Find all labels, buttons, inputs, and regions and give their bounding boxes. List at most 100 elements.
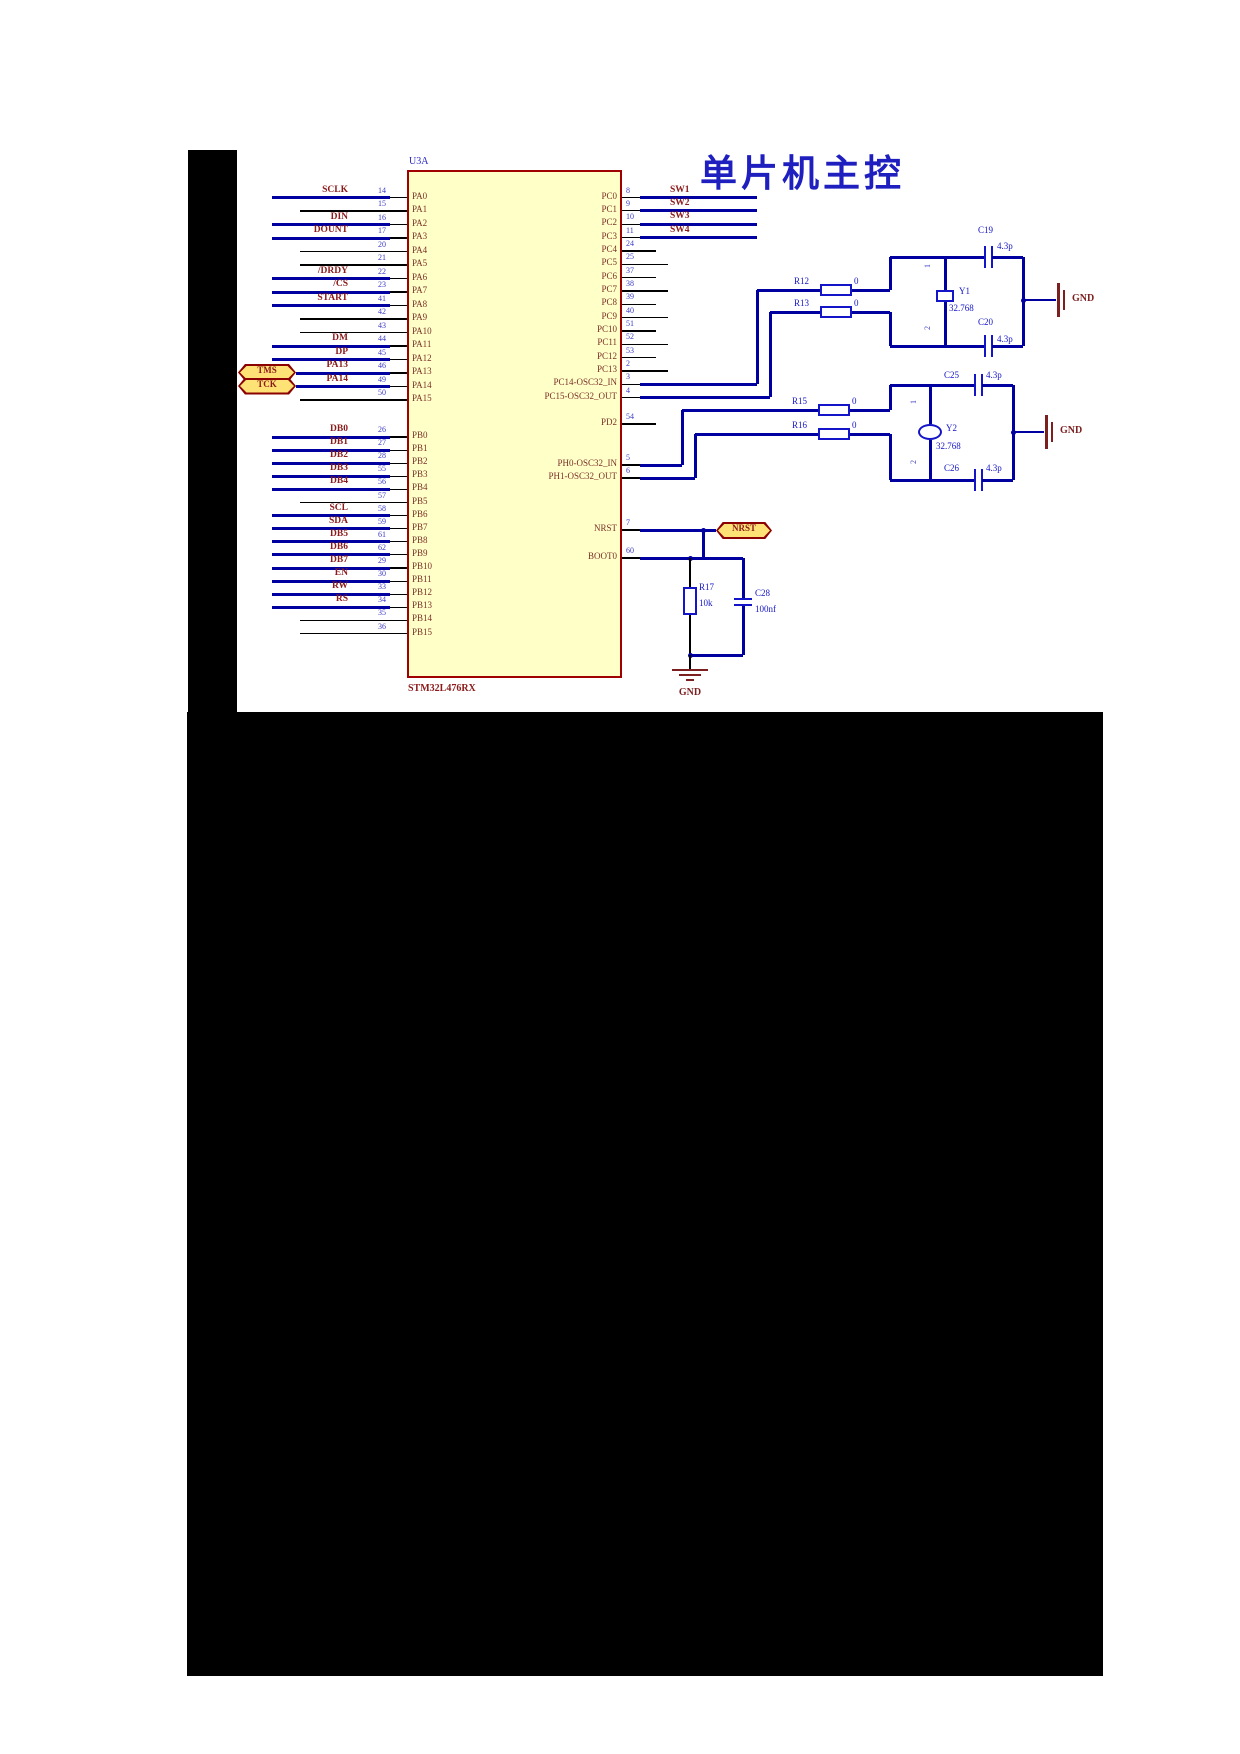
net-label-SDA: SDA	[328, 515, 348, 526]
component-ref-Y2: Y2	[946, 423, 957, 433]
pin-name-PC3: PC3	[601, 230, 617, 241]
wire	[1013, 431, 1044, 433]
wire	[682, 408, 818, 412]
component-ref-C25: C25	[944, 370, 960, 380]
pin-stub	[390, 528, 407, 530]
net-label-DB7: DB7	[330, 555, 348, 565]
wire	[680, 410, 684, 465]
pin-stub	[390, 277, 407, 280]
net-wire-DB7	[272, 566, 390, 570]
wire	[888, 434, 892, 480]
wire	[943, 302, 947, 346]
pin-number: 61	[378, 529, 386, 539]
pin-number: 11	[626, 225, 634, 235]
net-wire-/DRDY	[272, 277, 390, 280]
net-label-/DRDY: /DRDY	[317, 265, 348, 276]
resistor-R12	[820, 284, 852, 296]
pin-number: 62	[378, 542, 386, 552]
pin-stub	[390, 488, 407, 490]
net-label-DB4: DB4	[330, 476, 348, 487]
pin-stub	[390, 449, 407, 451]
earth-ground-bar	[686, 678, 694, 682]
pin-number: 26	[378, 425, 386, 434]
wire	[992, 255, 1023, 259]
pin-stub	[622, 477, 640, 479]
pin-number: 53	[626, 345, 634, 355]
pin-name-PC7: PC7	[601, 283, 617, 294]
pin-name-PC14-OSC32_IN: PC14-OSC32_IN	[553, 377, 617, 388]
resistor-R16	[818, 428, 850, 440]
wire	[755, 290, 759, 384]
wire	[640, 382, 757, 386]
net-wire-SW3	[640, 222, 757, 226]
component-ref-R13: R13	[794, 298, 810, 308]
wire	[890, 255, 985, 259]
pin-stub	[622, 263, 668, 265]
pin-name-PB4: PB4	[412, 482, 428, 493]
resistor-R13	[820, 306, 852, 318]
net-wire-DB6	[272, 553, 390, 557]
pin-stub	[390, 223, 407, 226]
wire	[690, 653, 743, 657]
component-value-R13: 0	[854, 298, 859, 308]
black-margin-bar	[188, 150, 237, 712]
pin-stub	[390, 593, 407, 595]
net-label-DM: DM	[332, 333, 348, 343]
pin-name-PB5: PB5	[412, 495, 428, 506]
pin-name-PC12: PC12	[596, 350, 617, 361]
wire	[770, 310, 820, 314]
wire	[928, 440, 932, 480]
component-value-C19: 4.3p	[997, 241, 1013, 251]
pin-name-PC0: PC0	[601, 190, 617, 201]
crystal-pin-1: 1	[909, 400, 918, 404]
pin-name-PC1: PC1	[601, 203, 617, 214]
earth-ground-bar	[679, 673, 701, 677]
resistor-R15	[818, 404, 850, 416]
pin-name-PA2: PA2	[412, 217, 428, 228]
net-label-RS: RS	[335, 594, 348, 605]
component-value-R12: 0	[854, 276, 859, 286]
net-label-SW4: SW4	[670, 224, 690, 235]
pin-name-PC4: PC4	[601, 243, 617, 254]
ground-bar	[1063, 290, 1065, 310]
pin-name-PB0: PB0	[412, 430, 428, 440]
pin-stub	[390, 291, 407, 293]
crystal-pin-1: 1	[923, 264, 932, 268]
pin-name-PA14: PA14	[412, 379, 432, 390]
pin-stub	[622, 330, 656, 332]
net-wire-DP	[272, 358, 390, 361]
pin-name-PA9: PA9	[412, 312, 428, 322]
pin-number: 37	[626, 265, 634, 275]
pin-stub	[390, 567, 407, 569]
pin-name-PA1: PA1	[412, 204, 428, 214]
net-wire-SW4	[640, 236, 757, 240]
pin-stub	[390, 358, 407, 361]
net-label-DIN: DIN	[330, 211, 348, 222]
pin-name-PB1: PB1	[412, 443, 428, 454]
wire	[640, 395, 770, 399]
wire	[1023, 299, 1056, 301]
pin-number: 15	[378, 199, 386, 208]
net-wire-DOUNT	[272, 236, 390, 240]
wire	[928, 385, 932, 424]
ground-label: GND	[1072, 293, 1095, 304]
pin-number: 20	[378, 239, 386, 249]
pin-name-PC13: PC13	[596, 364, 617, 375]
pin-number: 46	[378, 361, 386, 370]
pin-number: 57	[378, 490, 386, 500]
capacitor-C26-plate	[973, 469, 977, 491]
pin-stub	[300, 331, 407, 334]
pin-stub	[390, 515, 407, 517]
component-ref-R15: R15	[792, 396, 808, 406]
mcu-designator: U3A	[409, 156, 429, 167]
pin-name-PA4: PA4	[412, 244, 428, 255]
mcu-ic-body	[407, 170, 622, 678]
pin-name-PB10: PB10	[412, 561, 433, 571]
net-tag-tck: TCK	[238, 377, 296, 395]
net-label-DB3: DB3	[330, 463, 348, 474]
wire	[695, 432, 818, 436]
net-wire-DB5	[272, 540, 390, 544]
net-label-DB1: DB1	[330, 437, 348, 448]
pin-stub	[622, 303, 656, 305]
